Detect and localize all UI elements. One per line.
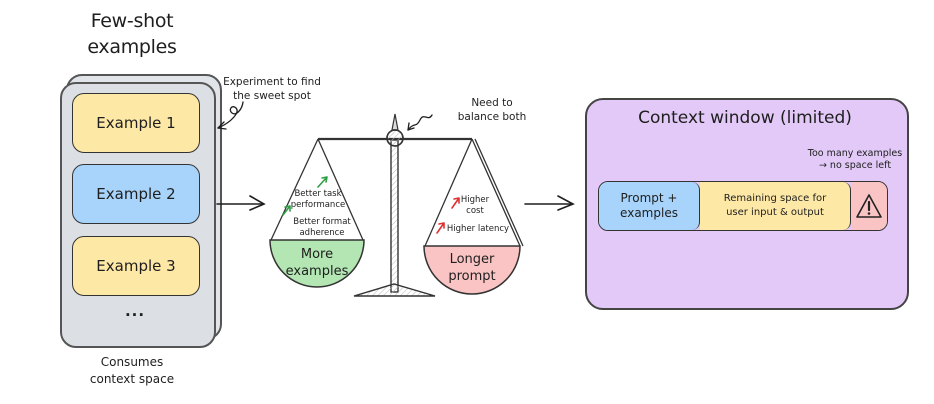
arrow-up-green-icon xyxy=(282,205,291,216)
left-pan-label-line2: examples xyxy=(285,264,349,279)
left-pan-bowl xyxy=(269,239,365,288)
example-card-1: Example 1 xyxy=(72,93,200,153)
benefit-line2: performance xyxy=(290,200,346,210)
sweet-spot-line2: the sweet spot xyxy=(233,90,311,102)
example-card-2: Example 2 xyxy=(72,164,200,224)
benefit-line1: Better task xyxy=(294,189,342,199)
few-shot-title: Few-shot examples xyxy=(72,8,192,60)
left-pan-label: More examples xyxy=(270,246,364,280)
balance-line1: Need to xyxy=(471,97,513,109)
segment-remaining-line2: user input & output xyxy=(726,207,824,218)
segment-prompt-examples: Prompt + examples xyxy=(599,182,700,230)
note-line1: Too many examples xyxy=(807,148,903,159)
few-shot-title-line2: examples xyxy=(87,36,177,58)
too-many-examples-note: Too many examples → no space left xyxy=(800,148,910,172)
arrow-up-red-icon xyxy=(451,197,460,209)
cost-higher-cost: Higher cost xyxy=(455,195,495,217)
benefit-format-adherence: Better format adherence xyxy=(286,217,358,239)
few-shot-title-line1: Few-shot xyxy=(90,10,174,32)
balance-line2: balance both xyxy=(457,111,527,123)
consumes-caption: Consumes context space xyxy=(72,354,192,388)
context-usage-bar: Prompt + examples Remaining space for us… xyxy=(598,181,888,231)
squiggle-arrow-balance xyxy=(407,114,433,131)
sweet-spot-line1: Experiment to find xyxy=(223,76,321,88)
cost-higher-latency: Higher latency xyxy=(446,224,510,235)
arrow-to-scale xyxy=(216,195,266,211)
arrow-to-context-window xyxy=(524,195,575,211)
cost-line1: Higher xyxy=(460,195,490,205)
example-card-label: Example 2 xyxy=(96,185,176,203)
arrow-up-red-icon xyxy=(436,222,445,234)
right-pan-strings xyxy=(424,138,524,247)
right-pan-label-line2: prompt xyxy=(448,269,496,284)
benefit-line1: Better format xyxy=(293,217,351,227)
more-examples-ellipsis: ... xyxy=(124,302,146,320)
balance-scale xyxy=(269,113,524,297)
example-card-3: Example 3 xyxy=(72,236,200,296)
scale-top-spike xyxy=(391,113,399,131)
right-pan-label-line1: Longer xyxy=(449,252,495,267)
segment-remaining-line1: Remaining space for xyxy=(723,193,827,204)
scale-base xyxy=(353,283,436,297)
context-window-title: Context window (limited) xyxy=(638,108,852,128)
left-pan-label-line1: More xyxy=(300,247,334,262)
cost-line1: Higher latency xyxy=(446,224,510,234)
left-pan-strings xyxy=(270,138,364,241)
balance-annotation: Need to balance both xyxy=(452,96,532,124)
segment-overflow xyxy=(851,182,887,230)
segment-prompt-line1: Prompt + xyxy=(620,191,678,205)
consumes-caption-line1: Consumes xyxy=(100,355,164,369)
example-card-label: Example 3 xyxy=(96,257,176,275)
benefit-task-performance: Better task performance xyxy=(282,189,354,211)
cost-line2: cost xyxy=(466,206,484,216)
example-card-label: Example 1 xyxy=(96,114,176,132)
warning-icon xyxy=(856,194,882,218)
segment-remaining-space: Remaining space for user input & output xyxy=(700,182,851,230)
right-pan-bowl xyxy=(423,245,521,295)
curl-arrow-sweet-spot xyxy=(217,101,244,130)
segment-prompt-line2: examples xyxy=(620,206,678,220)
arrow-up-green-icon xyxy=(317,176,328,188)
sweet-spot-annotation: Experiment to find the sweet spot xyxy=(212,75,332,103)
benefit-line2: adherence xyxy=(299,228,345,238)
right-pan-label: Longer prompt xyxy=(424,251,520,285)
note-line2: → no space left xyxy=(818,160,892,171)
scale-pole xyxy=(390,139,399,293)
consumes-caption-line2: context space xyxy=(89,372,175,386)
